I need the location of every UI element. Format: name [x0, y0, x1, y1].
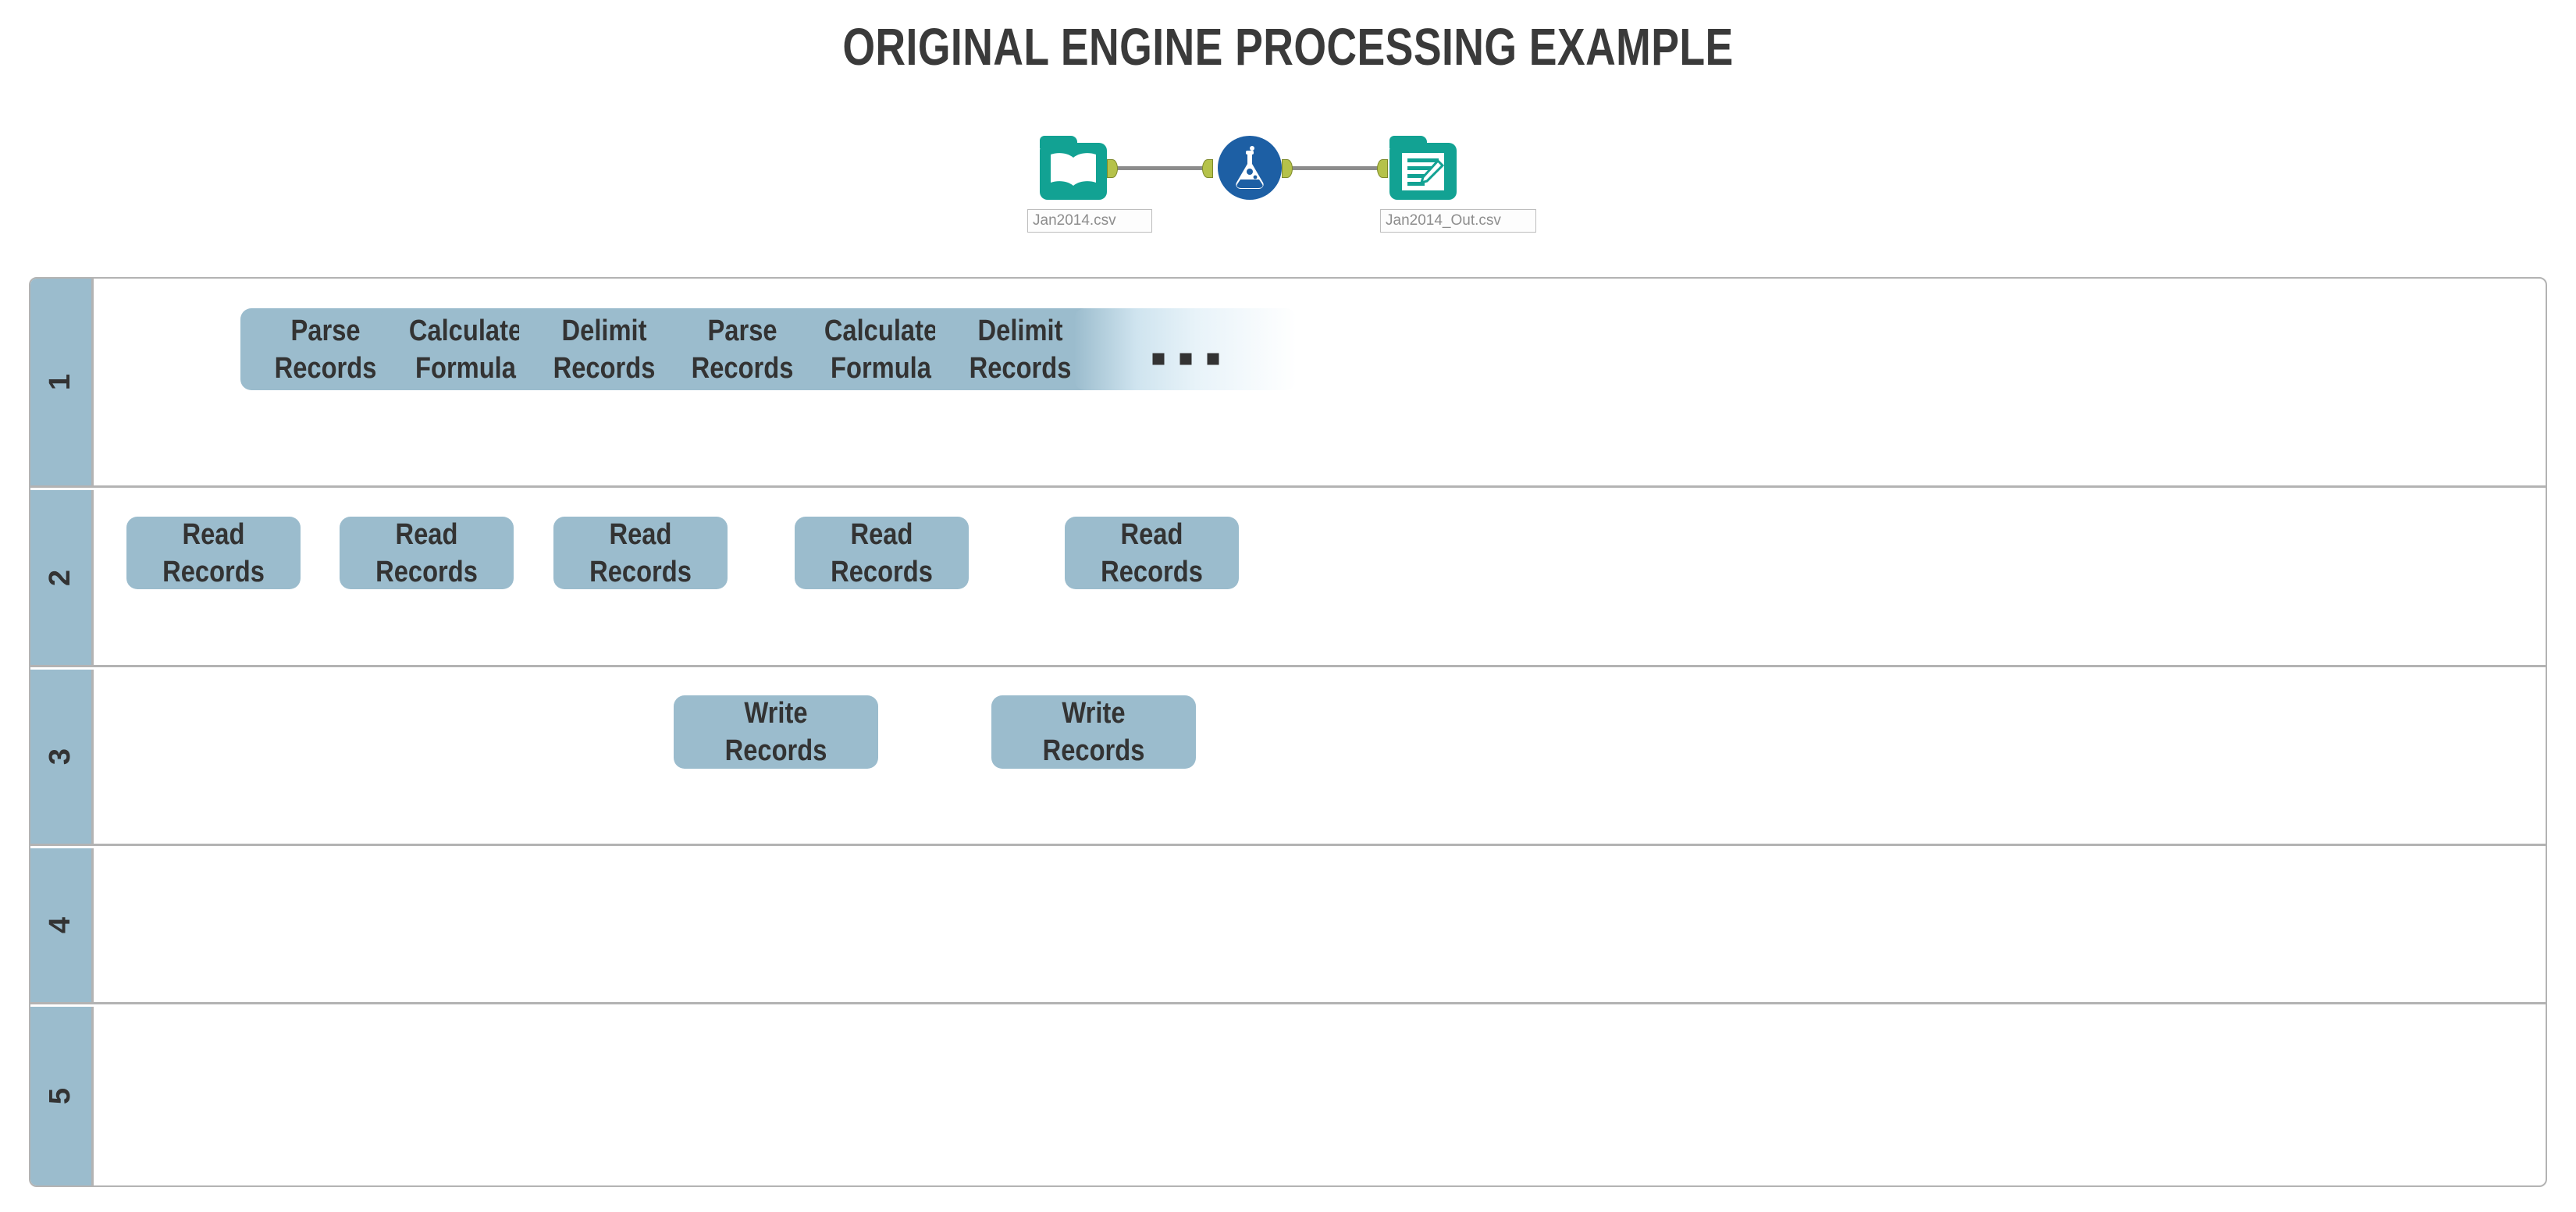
row-header-divider	[91, 490, 94, 665]
row-header-5: 5	[30, 1007, 91, 1185]
process-tile[interactable]: Read Records	[126, 517, 301, 589]
process-tile-label: Read Records	[375, 517, 478, 588]
process-tile-label: Write Records	[1042, 697, 1145, 767]
row-body	[94, 848, 2546, 1002]
process-tile[interactable]: Write Records	[991, 695, 1196, 769]
process-tile-label: Parse Records	[692, 314, 794, 385]
process-tile-label: Write Records	[724, 697, 827, 767]
row-header-1: 1	[30, 279, 91, 485]
row-header-2: 2	[30, 490, 91, 665]
row-header-divider	[91, 848, 94, 1002]
connector-tool-to-output	[1290, 166, 1383, 170]
row-body: Parse Records Calculate Formula Delimit Re…	[94, 279, 2546, 485]
workflow-diagram: Jan2014.csv Jan2014_Out.csv	[1027, 131, 1574, 233]
row-header-divider	[91, 670, 94, 844]
process-tile-label: Parse Records	[275, 314, 377, 385]
process-tile-overflow[interactable]	[1074, 308, 1297, 390]
row-number-label: 2	[44, 569, 77, 586]
row-body	[94, 1007, 2546, 1185]
output-anchor-input-node[interactable]	[1107, 159, 1118, 178]
row-number-label: 4	[44, 916, 77, 934]
process-tile[interactable]: Read Records	[1065, 517, 1239, 589]
input-anchor-tool-node[interactable]	[1202, 159, 1213, 178]
row-header-divider	[91, 1007, 94, 1185]
row-body: Write Records Write Records	[94, 670, 2546, 844]
formula-flask-icon	[1218, 136, 1282, 200]
row-header-4: 4	[30, 848, 91, 1002]
process-tile-label: Read Records	[589, 517, 692, 588]
process-tile[interactable]: Read Records	[795, 517, 969, 589]
grid-row: 4	[30, 848, 2546, 1004]
process-tile-label: Delimit Records	[553, 314, 656, 385]
process-tile[interactable]: Read Records	[340, 517, 514, 589]
grid-row: 3 Write Records Write Records	[30, 670, 2546, 846]
ellipsis-icon	[1152, 353, 1219, 365]
row-header-3: 3	[30, 670, 91, 844]
row-header-divider	[91, 279, 94, 485]
process-tile-label: Delimit Records	[970, 314, 1072, 385]
process-tile-label: Calculate Formula	[824, 314, 938, 385]
row-number-label: 3	[44, 748, 77, 766]
process-tile[interactable]: Read Records	[553, 517, 728, 589]
page-title: ORIGINAL ENGINE PROCESSING EXAMPLE	[842, 18, 1734, 76]
row-number-label: 1	[44, 373, 77, 391]
workflow-node-input-data[interactable]	[1040, 131, 1113, 204]
grid-rows: 1 Parse Records Calculate Formula Delimit R…	[30, 279, 2546, 1185]
grid-row: 5	[30, 1007, 2546, 1185]
workflow-node-formula-tool[interactable]	[1215, 131, 1288, 204]
workflow-node-output-data[interactable]	[1389, 131, 1463, 204]
document-pencil-folder-icon	[1389, 136, 1457, 200]
connector-input-to-tool	[1115, 166, 1208, 170]
process-tile-label: Calculate Formula	[408, 314, 523, 385]
input-anchor-output-node[interactable]	[1377, 159, 1388, 178]
grid-row: 1 Parse Records Calculate Formula Delimit R…	[30, 279, 2546, 488]
process-tile[interactable]: Write Records	[674, 695, 878, 769]
row-number-label: 5	[44, 1087, 77, 1105]
processing-grid: 1 Parse Records Calculate Formula Delimit R…	[29, 277, 2547, 1187]
open-book-folder-icon	[1040, 136, 1107, 200]
process-tile-label: Read Records	[831, 517, 933, 588]
input-file-label: Jan2014.csv	[1027, 209, 1152, 233]
output-anchor-tool-node[interactable]	[1282, 159, 1293, 178]
process-tile-label: Read Records	[162, 517, 265, 588]
process-tile-label: Read Records	[1101, 517, 1203, 588]
row-body: Read Records Read Records Read Records Read…	[94, 490, 2546, 665]
output-file-label: Jan2014_Out.csv	[1380, 209, 1536, 233]
